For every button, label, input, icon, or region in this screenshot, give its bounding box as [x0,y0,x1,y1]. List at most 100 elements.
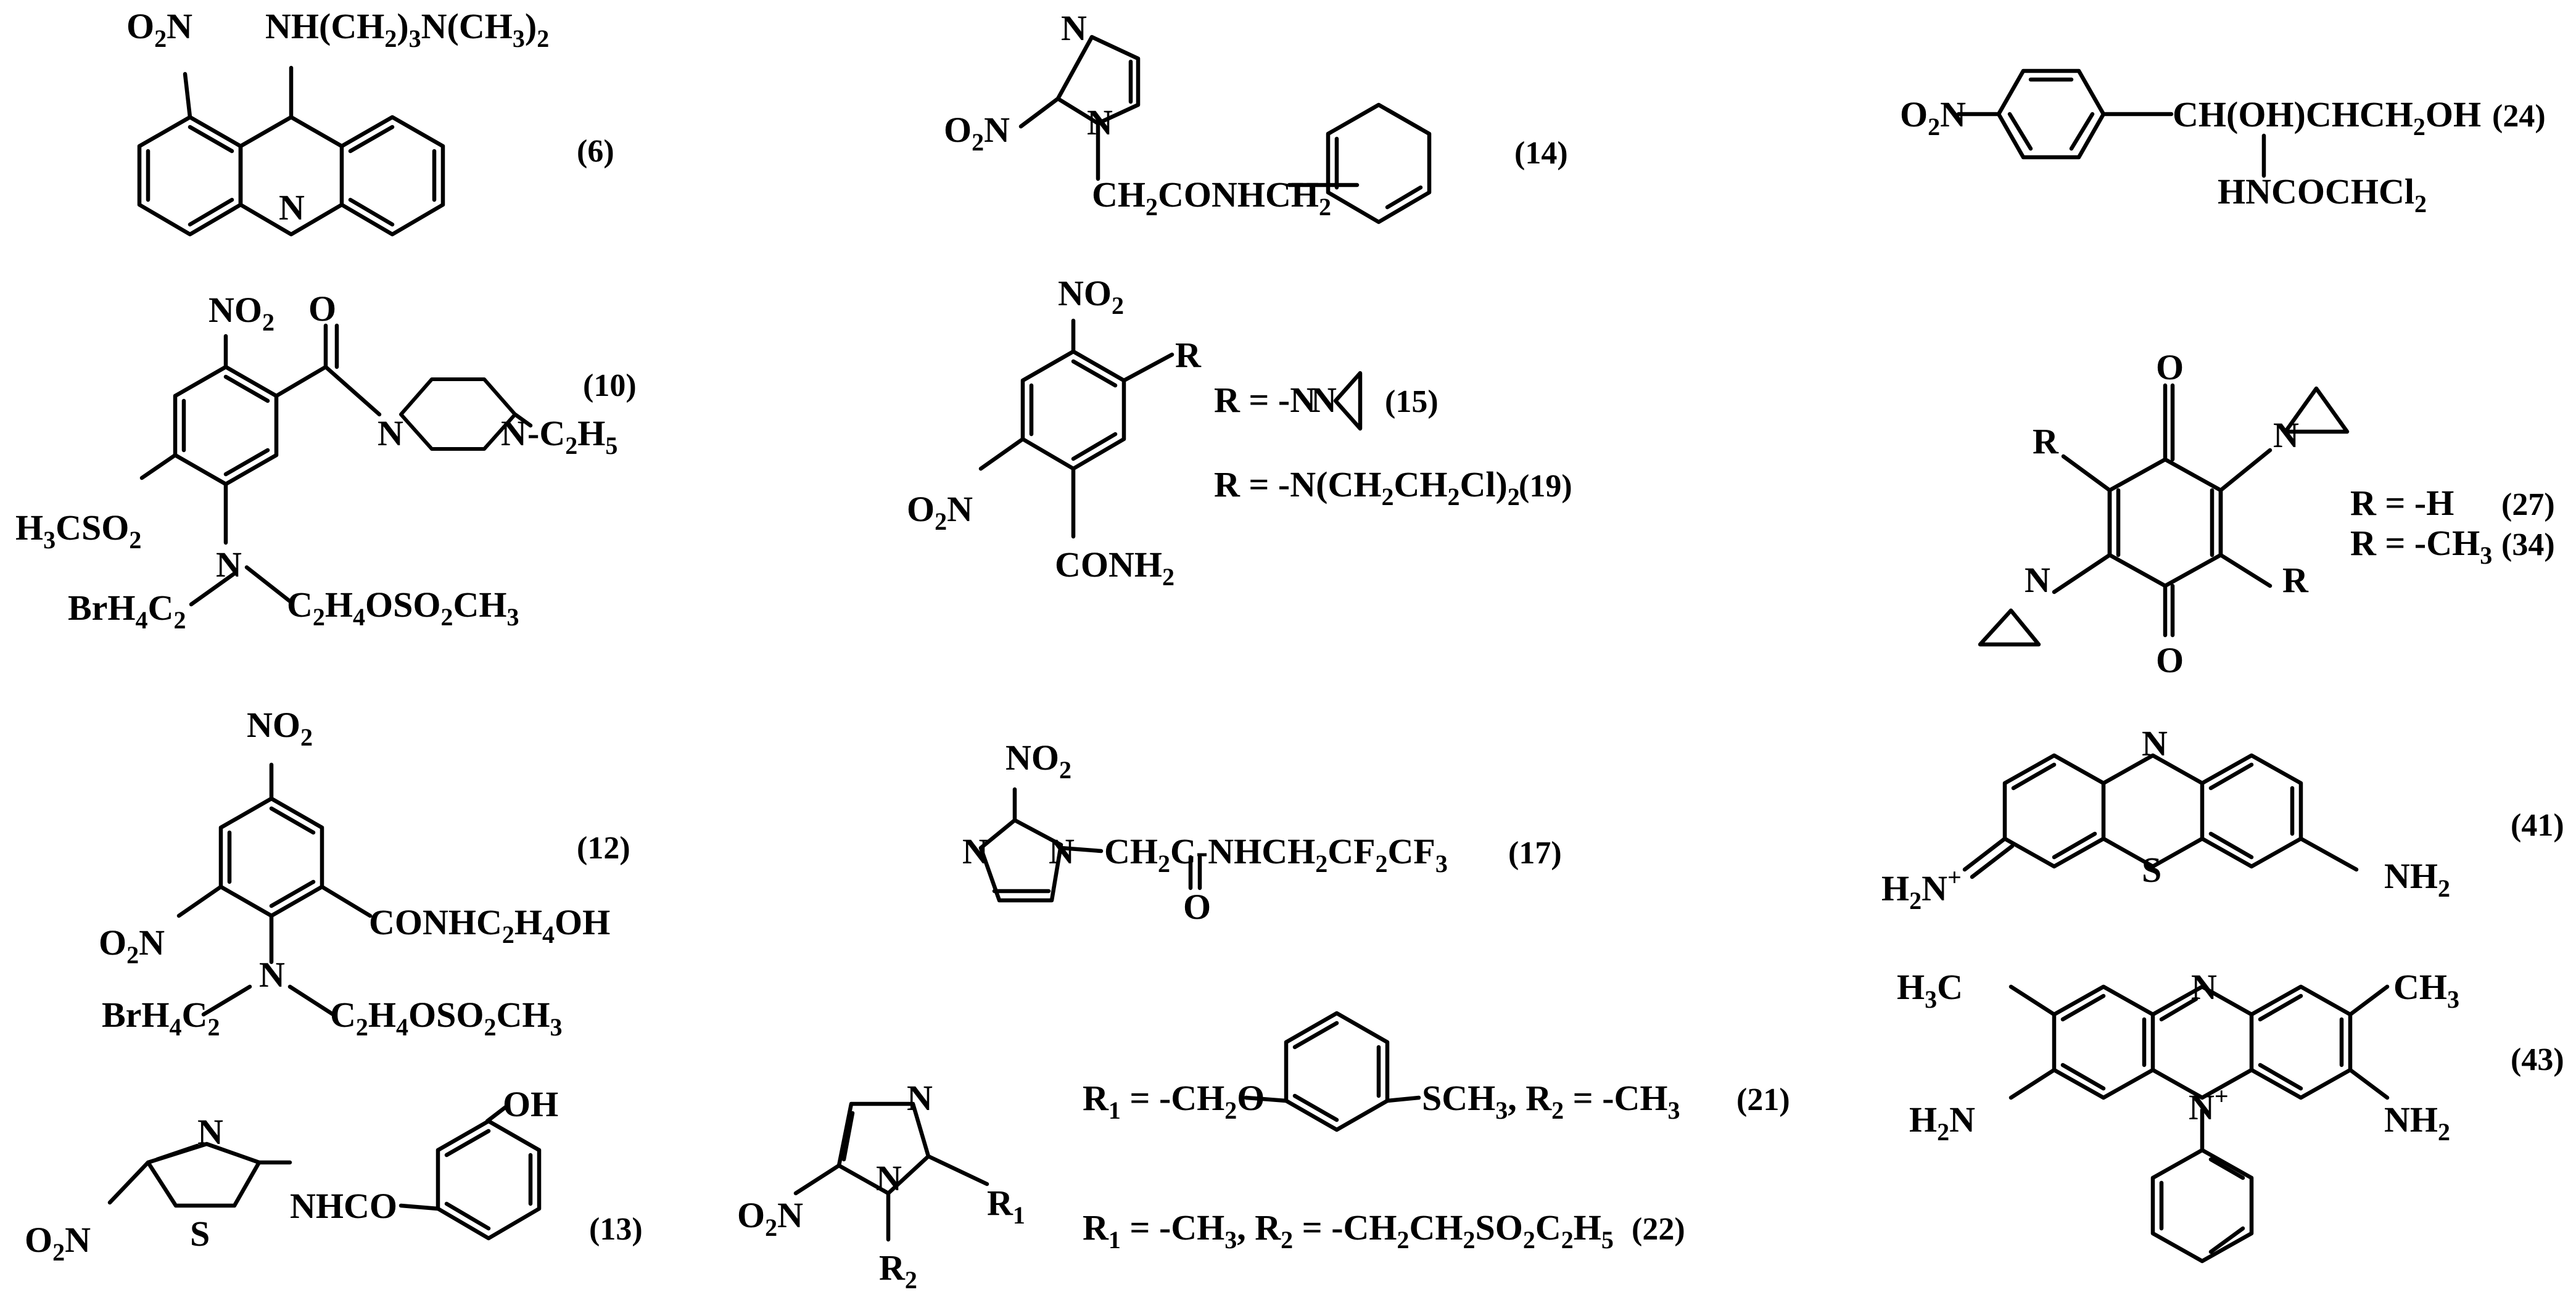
compound-21-bonds [793,1011,1421,1242]
label-27-o-bottom: O [2156,640,2184,680]
label-6-amine: NH(CH2)3N(CH3)2 [265,6,549,52]
label-15-r: R [1175,335,1202,375]
compound-43: N N+ H3C CH3 H2N NH2 (43) [1897,967,2564,1264]
label-21-r1: R1 [987,1183,1025,1229]
compound-14: N N O2N CH2CONHCH2 (14) [944,8,1568,224]
label-34-def: R = -CH3 [2350,523,2492,569]
label-10-mesylate: C2H4OSO2CH3 [287,585,519,631]
label-24-chain: CH(OH)CHCH2OH [2173,94,2481,141]
label-6-ring-n: N [279,187,305,228]
label-27-def: R = -H [2350,483,2454,523]
label-21-number: (21) [1736,1082,1790,1117]
label-13-n: N [197,1112,223,1152]
compound-41: N S H2N+ NH2 (41) [1881,723,2564,915]
compound-10-bonds [139,323,533,607]
label-41-iminium: H2N+ [1881,863,1962,915]
label-12-no2-left: O2N [99,923,165,969]
label-12-mesylate: C2H4OSO2CH3 [330,995,563,1041]
label-15-number: (15) [1385,384,1439,419]
label-21-def-end: SCH3, R2 = -CH3 [1422,1078,1680,1124]
compound-17: NO2 N N CH2C-NHCH2CF2CF3 O (17) [962,738,1562,927]
label-6-no2: O2N [126,6,192,52]
label-19-number: (19) [1519,469,1572,504]
label-12-number: (12) [577,831,630,866]
compound-24-bonds [1956,68,2266,178]
label-10-n: N [216,545,242,585]
compound-27-34: O O R R N N R = -H (27) R = -CH3 (34) [1978,347,2555,680]
label-22-number: (22) [1632,1212,1685,1247]
compound-43-bonds [2008,984,2390,1264]
label-43-number: (43) [2511,1042,2564,1077]
label-13-number: (13) [589,1212,643,1247]
compound-12-bonds [176,762,373,1017]
compound-10: NO2 O N N -C2H5 H3CSO2 N BrH4C2 C2H4OSO2… [15,289,637,634]
compound-15-bonds [978,318,1363,539]
label-14-chain: CH2CONHCH2 [1092,175,1331,221]
compound-15-19: NO2 R R = -N N (15) R = -N(CH2CH2Cl)2 (1… [907,273,1572,591]
label-10-n1: N [378,413,403,453]
label-17-n1: N [1049,831,1075,871]
label-43-amine-r: NH2 [2384,1100,2450,1146]
label-12-n: N [259,955,285,995]
label-10-no2: NO2 [208,290,275,336]
compound-14-bonds [1018,35,1432,224]
label-34-number: (34) [2501,527,2555,562]
label-10-ethyl: -C2H5 [527,413,617,459]
label-19-def: R = -N(CH2CH2Cl)2 [1214,464,1520,511]
label-24-amide: HNCOCHCl2 [2218,171,2427,218]
label-17-o: O [1183,887,1211,927]
label-27-r-bottom: R [2282,560,2309,600]
label-21-n3: N [907,1078,933,1118]
label-41-s: S [2142,850,2161,890]
label-17-no2: NO2 [1005,738,1071,784]
label-13-link: NHCO [290,1186,397,1226]
label-6-number: (6) [577,134,614,169]
label-10-number: (10) [583,368,637,403]
compound-21-22: N N O2N R1 R2 R1 = -CH2O SCH3, R2 = -CH3… [737,1011,1790,1294]
label-10-n2: N [501,413,527,453]
label-41-n: N [2142,723,2168,763]
label-13-s: S [190,1214,210,1254]
compound-27-bonds [1978,383,2350,647]
label-24-no2: O2N [1900,94,1966,141]
label-12-amide: CONHC2H4OH [369,902,610,948]
label-14-no2: O2N [944,110,1010,156]
label-22-def: R1 = -CH3, R2 = -CH2CH2SO2C2H5 [1083,1207,1614,1254]
label-14-number: (14) [1514,136,1568,171]
label-13-no2: O2N [25,1220,91,1266]
label-15-aziridine-n: N [1311,380,1337,420]
compound-13-bonds [107,1104,542,1241]
compound-13: N S O2N NHCO OH (13) [25,1084,643,1266]
compound-24: O2N CH(OH)CHCH2OH (24) HNCOCHCl2 [1900,68,2546,218]
label-13-oh: OH [503,1084,558,1124]
label-17-number: (17) [1508,836,1562,871]
label-17-n3: N [962,831,988,871]
label-15-no2-left: O2N [907,489,973,535]
label-21-no2: O2N [737,1195,803,1241]
label-21-r2: R2 [879,1248,917,1294]
label-12-no2-top: NO2 [247,705,313,751]
compound-6: O2N NH(CH2)3N(CH3)2 N (6) [126,6,614,237]
label-10-bromoethyl: BrH4C2 [68,588,186,634]
label-43-np: N+ [2189,1082,2229,1127]
label-15-no2-top: NO2 [1058,273,1124,319]
label-41-number: (41) [2511,808,2564,843]
label-17-chain: CH2C-NHCH2CF2CF3 [1104,831,1448,878]
compound-41-bonds [1962,753,2359,879]
label-10-methylsulfonyl: H3CSO2 [15,508,141,554]
label-27-aziridine-n1: N [2273,415,2299,455]
label-10-o: O [308,289,336,329]
label-12-bromoethyl: BrH4C2 [102,995,220,1041]
label-21-def-start: R1 = -CH2O [1083,1078,1265,1124]
label-24-number: (24) [2492,99,2546,134]
label-21-n1: N [876,1158,902,1198]
label-27-aziridine-n2: N [2025,560,2050,600]
label-43-methyl-l: H3C [1897,967,1963,1013]
label-15-def: R = -N [1214,380,1316,420]
label-27-r-top: R [2033,421,2059,461]
label-15-amide: CONH2 [1055,545,1174,591]
label-14-n1: N [1087,102,1113,142]
label-14-n3: N [1061,8,1087,48]
label-27-number: (27) [2501,487,2555,522]
